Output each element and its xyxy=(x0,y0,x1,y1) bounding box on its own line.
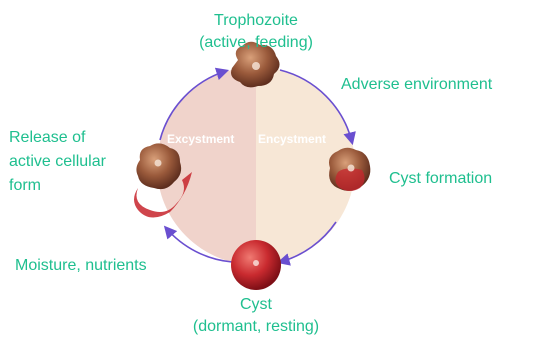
adverse-environment-label: Adverse environment xyxy=(341,75,492,94)
excystment-label: Excystment xyxy=(167,132,234,146)
cyst-title: Cyst xyxy=(240,295,272,314)
cyst-formation-cell-icon xyxy=(329,148,370,191)
cyst-formation-label: Cyst formation xyxy=(389,169,492,188)
cyst-subtitle: (dormant, resting) xyxy=(193,317,319,336)
trophozoite-subtitle: (active, feeding) xyxy=(199,33,313,52)
release-label-line-3: form xyxy=(9,176,41,195)
encystment-label: Encystment xyxy=(258,132,326,146)
release-label-line-1: Release of xyxy=(9,128,86,147)
trophozoite-title: Trophozoite xyxy=(214,11,298,30)
moisture-nutrients-label: Moisture, nutrients xyxy=(15,256,147,275)
release-label-line-2: active cellular xyxy=(9,152,106,171)
cyst-cell-icon xyxy=(231,240,281,290)
